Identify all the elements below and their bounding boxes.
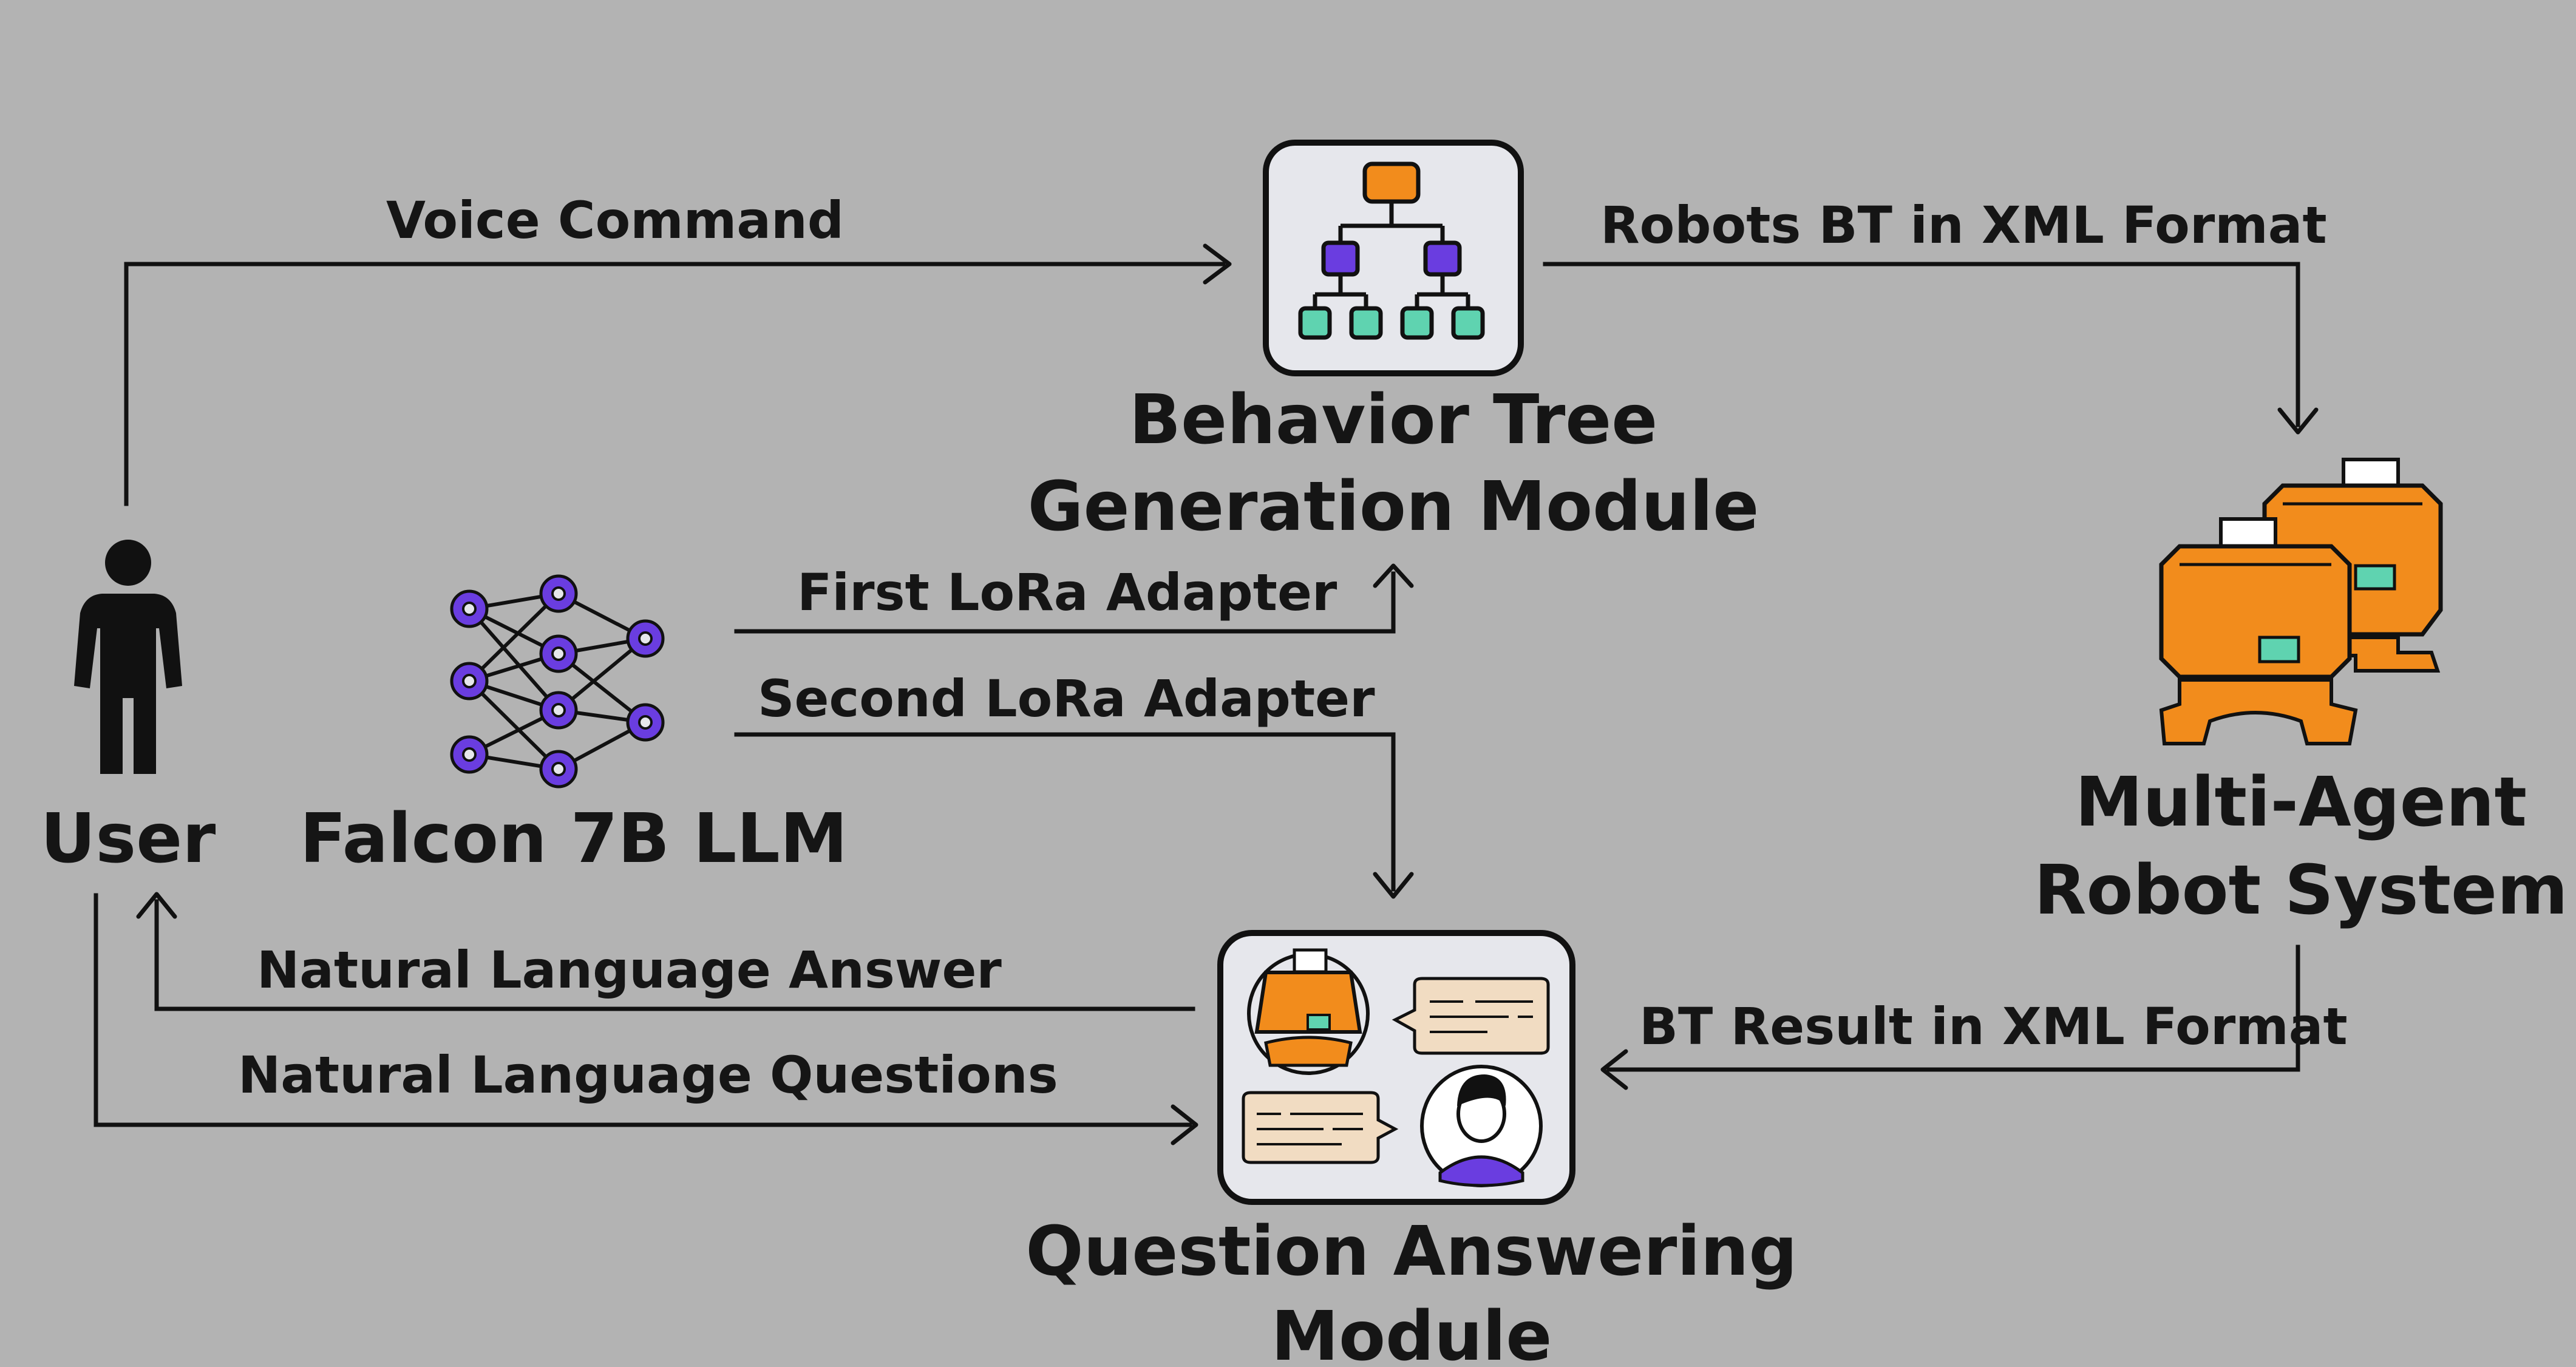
connector-nl-questions bbox=[93, 893, 1198, 1145]
robot-icon bbox=[2159, 458, 2443, 745]
label-nl-questions: Natural Language Questions bbox=[238, 1045, 1058, 1105]
connector-nl-answer bbox=[136, 892, 1195, 1011]
neural-network-icon bbox=[450, 574, 665, 789]
label-nl-answer: Natural Language Answer bbox=[257, 940, 1002, 1000]
connector-first-lora bbox=[734, 563, 1414, 634]
node-robot-label-line2: Robot System bbox=[2034, 851, 2568, 930]
node-qa-label-line1: Question Answering bbox=[1025, 1212, 1797, 1291]
label-voice-command: Voice Command bbox=[386, 191, 844, 250]
node-llm-label: Falcon 7B LLM bbox=[300, 799, 848, 878]
connector-bt-result bbox=[1600, 945, 2300, 1090]
node-user-label: User bbox=[41, 799, 216, 878]
connector-second-lora bbox=[734, 732, 1414, 899]
label-robots-bt: Robots BT in XML Format bbox=[1600, 195, 2327, 255]
connector-robots-bt bbox=[1543, 262, 2319, 435]
label-second-lora: Second LoRa Adapter bbox=[758, 669, 1375, 728]
node-qa-label-line2: Module bbox=[1271, 1297, 1552, 1367]
label-bt-result: BT Result in XML Format bbox=[1639, 997, 2348, 1056]
node-bt-label-line1: Behavior Tree bbox=[1129, 381, 1657, 460]
chat-icon bbox=[1217, 930, 1575, 1205]
node-robot-label-line1: Multi-Agent bbox=[2075, 763, 2527, 842]
label-first-lora: First LoRa Adapter bbox=[797, 563, 1337, 622]
node-bt-label-line2: Generation Module bbox=[1028, 467, 1759, 546]
person-icon bbox=[74, 540, 182, 774]
behavior-tree-icon bbox=[1263, 140, 1524, 376]
connector-voice-command bbox=[124, 243, 1232, 506]
